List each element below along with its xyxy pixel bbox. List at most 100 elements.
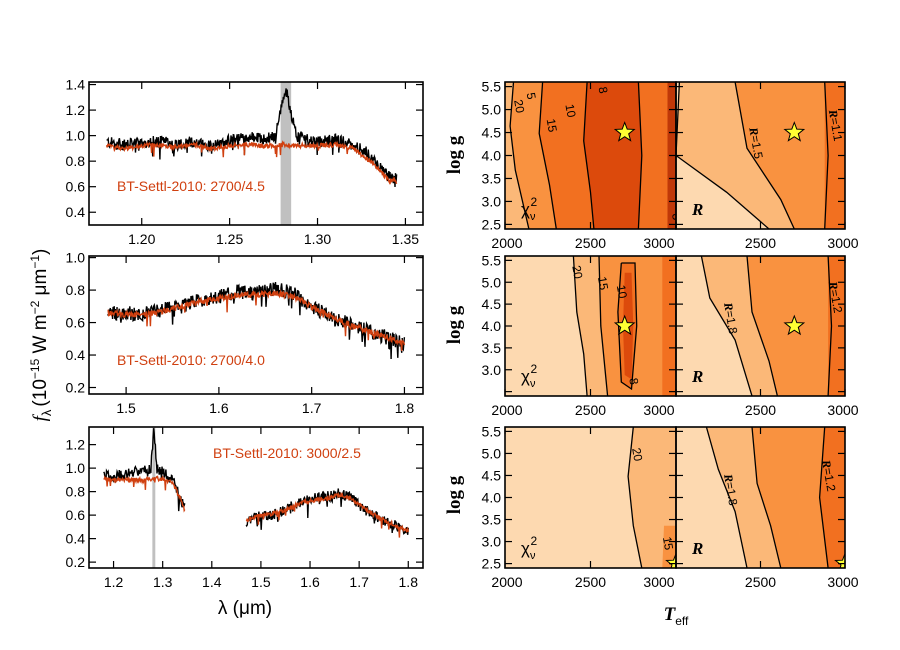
left-y-axis-label: fλ(10−15 W m−2 μm−1) — [28, 249, 54, 422]
spectrum-frame — [88, 426, 424, 569]
contour-line-label: R=1.8 — [721, 300, 741, 335]
chi2-superscript: 2 — [530, 362, 537, 376]
y-tick-label: 0.6 — [66, 507, 86, 523]
plot-lines — [103, 82, 409, 568]
y-tick-label: 3.5 — [482, 170, 502, 186]
contour-label-value: =1.2 — [820, 467, 838, 493]
left-y-axis-units-3: μm — [30, 269, 51, 301]
y-tick-label: 5.5 — [482, 79, 502, 95]
x-tick-label: 3000 — [827, 402, 858, 418]
chi2-corner-label: χν 2 — [521, 534, 537, 562]
chi2-superscript: 2 — [530, 534, 537, 548]
left-y-axis-exponent-1: −15 — [28, 358, 42, 379]
observed-spectrum-line — [245, 488, 409, 535]
y-tick-label: 0.4 — [66, 531, 86, 547]
chi2-symbol: χ — [521, 367, 530, 386]
contour-line — [627, 427, 643, 568]
x-tick-label: 3000 — [643, 574, 674, 590]
contour-label-value: =1.2 — [827, 288, 845, 314]
y-tick-label: 4.5 — [482, 467, 502, 483]
chi2-superscript: 2 — [530, 195, 537, 209]
y-tick-label: 1.0 — [66, 250, 86, 266]
contour-line-label: 15 — [544, 118, 560, 134]
contour-label-value: =1.8 — [722, 309, 740, 335]
chi2-subscript: ν — [530, 550, 536, 562]
x-tick-label: 3000 — [827, 574, 858, 590]
chi2-subscript: ν — [530, 378, 536, 390]
model-annotation: BT-Settl-2010: 2700/4.5 — [117, 178, 265, 194]
contour-line — [751, 427, 782, 568]
chi2-symbol: χ — [521, 539, 530, 558]
model-annotation: BT-Settl-2010: 3000/2.5 — [213, 445, 361, 461]
left-y-axis-units: (10 — [30, 379, 51, 406]
right-y-axis-label-2: log g — [444, 305, 465, 344]
masked-region — [280, 82, 292, 225]
contour-panel: 205151088 — [505, 82, 684, 229]
contour-line-label: 20 — [511, 99, 527, 115]
contour-line-label: 15 — [595, 276, 611, 292]
x-tick-label: 1.4 — [202, 574, 222, 590]
observed-spectrum-line — [103, 428, 186, 512]
contour-line — [572, 256, 588, 396]
contour-line — [509, 82, 530, 229]
y-tick-label: 4.0 — [482, 490, 502, 506]
observed-spectrum-line — [106, 88, 398, 188]
contour-line — [705, 427, 748, 568]
contour-line-label: 20 — [629, 447, 645, 463]
contour-line — [538, 82, 557, 229]
contour-line-label: 8 — [669, 212, 684, 221]
x-tick-label: 2500 — [575, 574, 606, 590]
x-tick-label: 2000 — [491, 235, 522, 251]
best-fit-star-icon — [665, 552, 676, 568]
x-tick-label: 3000 — [643, 402, 674, 418]
y-tick-label: 3.0 — [482, 362, 502, 378]
model-spectrum-line — [105, 140, 398, 185]
x-tick-label: 2500 — [575, 235, 606, 251]
contour-panel: R=1.5R=1.1 — [676, 82, 845, 229]
y-tick-label: 0.2 — [66, 380, 86, 396]
y-tick-label: 0.4 — [66, 347, 86, 363]
spectrum-frame — [88, 81, 424, 226]
contour-level-region — [583, 82, 642, 229]
y-tick-label: 5.5 — [482, 423, 502, 439]
contour-line-label: R=1.5 — [746, 125, 766, 160]
contour-line-label: R=1.2 — [826, 279, 846, 314]
x-tick-label: 2500 — [745, 402, 776, 418]
contour-label-symbol: R — [826, 108, 841, 119]
right-y-axis-label-1: log g — [444, 135, 465, 174]
contour-line — [827, 256, 833, 396]
contour-level-region — [662, 525, 676, 568]
chi2-symbol: χ — [521, 200, 530, 219]
y-tick-label: 0.6 — [66, 315, 86, 331]
contour-label-symbol: R — [819, 458, 834, 469]
left-y-axis-close: ) — [30, 249, 51, 255]
y-tick-label: 3.5 — [482, 340, 502, 356]
y-tick-label: 0.4 — [66, 204, 86, 220]
x-tick-label: 1.7 — [349, 574, 369, 590]
contour-line — [818, 427, 829, 568]
contour-line-label: 20 — [569, 264, 585, 280]
x-tick-label: 1.8 — [399, 574, 419, 590]
x-tick-label: 3000 — [643, 235, 674, 251]
R-corner-label: R — [691, 367, 703, 386]
y-tick-label: 3.0 — [482, 534, 502, 550]
y-tick-label: 1.0 — [66, 128, 86, 144]
x-tick-label: 2500 — [575, 402, 606, 418]
y-tick-label: 0.8 — [66, 153, 86, 169]
contour-line-label: 5 — [524, 91, 539, 100]
contour-line — [734, 82, 795, 229]
best-fit-star-icon — [783, 314, 806, 336]
x-tick-label: 2500 — [745, 235, 776, 251]
y-tick-label: 0.8 — [66, 282, 86, 298]
x-tick-label: 3000 — [827, 235, 858, 251]
y-tick-label: 5.0 — [482, 445, 502, 461]
contour-line-label: 15 — [660, 536, 676, 552]
model-spectrum-line — [107, 289, 406, 351]
R-corner-label: R — [691, 539, 703, 558]
x-tick-label: 1.6 — [209, 400, 229, 416]
y-tick-label: 4.0 — [482, 148, 502, 164]
best-fit-star-icon — [834, 552, 845, 568]
y-tick-label: 1.4 — [66, 77, 86, 93]
